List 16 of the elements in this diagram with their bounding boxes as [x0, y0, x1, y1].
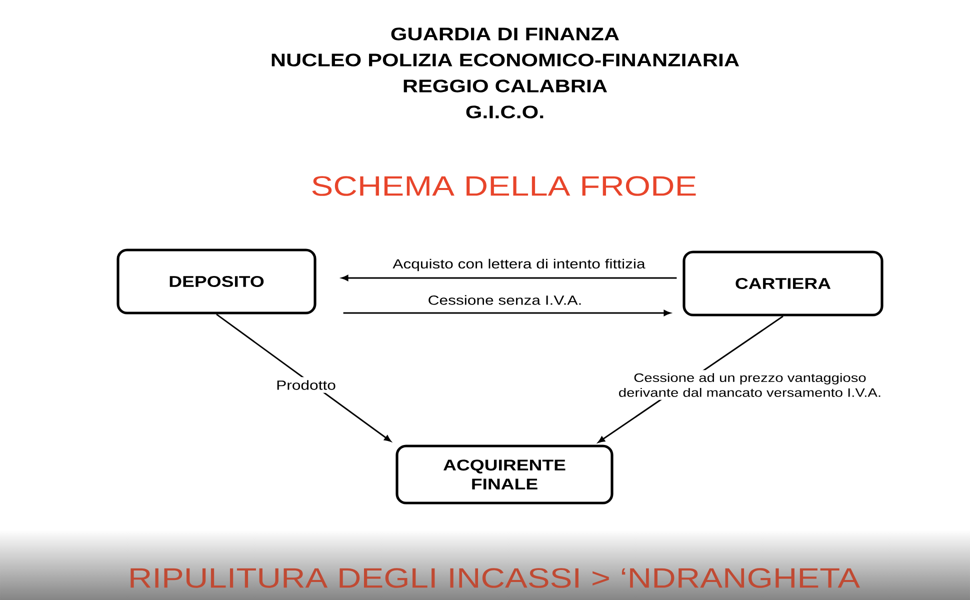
- title: SCHEMA DELLA FRODE: [312, 176, 696, 196]
- edge-label: Acquisto con lettera di intento fittizia: [392, 258, 646, 272]
- header-text: REGGIO CALABRIA: [404, 80, 607, 92]
- process-box: DEPOSITO: [116, 248, 316, 314]
- process-box: CARTIERA: [682, 250, 884, 316]
- header-text: G.I.C.O.: [466, 106, 544, 118]
- arrow: [343, 310, 670, 316]
- header-text: GUARDIA DI FINANZA: [391, 28, 619, 40]
- header-text: NUCLEO POLIZIA ECONOMICO-FINANZIARIA: [272, 54, 739, 66]
- arrow: [342, 275, 677, 281]
- caption: RIPULITURA DEGLI INCASSI > ‘NDRANGHETA: [130, 568, 860, 588]
- edge-label: Prodotto: [276, 377, 336, 393]
- process-box: ACQUIRENTE FINALE: [396, 444, 614, 504]
- edge-label: Cessione senza I.V.A.: [427, 294, 583, 306]
- arrow: [216, 314, 392, 442]
- edge-label: Cessione ad un prezzo vantaggioso derivante dal mancato versamento I.V.A.: [618, 370, 882, 400]
